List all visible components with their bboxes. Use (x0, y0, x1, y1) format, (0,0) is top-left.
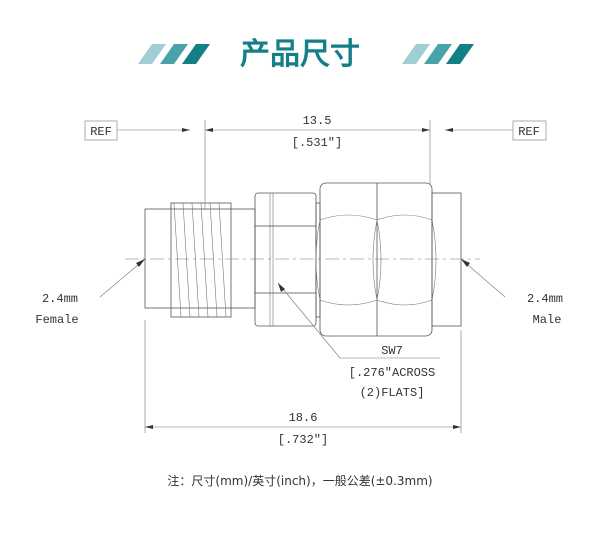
wrench-inch: [.276"ACROSS (349, 366, 435, 380)
bottom-dimension (144, 320, 462, 433)
ref-label-left: REF (90, 125, 112, 139)
connector-outline (125, 182, 480, 337)
top-dimension-inch: [.531"] (292, 136, 342, 150)
wrench-size: SW7 (381, 344, 403, 358)
bottom-dimension-mm: 18.6 (289, 411, 318, 425)
wrench-flats: (2)FLATS] (360, 386, 425, 400)
bottom-dimension-inch: [.732"] (278, 433, 328, 447)
side-leaders (99, 258, 506, 298)
female-label: Female (35, 313, 78, 327)
header-stripes-left (138, 44, 210, 64)
male-label: Male (533, 313, 562, 327)
wrench-leader (277, 282, 440, 359)
top-dimension (84, 120, 547, 210)
ref-label-right: REF (518, 125, 540, 139)
header-stripes-right (402, 44, 474, 64)
tolerance-note: 注：尺寸(mm)/英寸(inch)，一般公差(±0.3mm) (167, 473, 432, 488)
male-size: 2.4mm (527, 292, 563, 306)
female-size: 2.4mm (42, 292, 78, 306)
page-title: 产品尺寸 (240, 37, 360, 72)
top-dimension-mm: 13.5 (303, 114, 332, 128)
